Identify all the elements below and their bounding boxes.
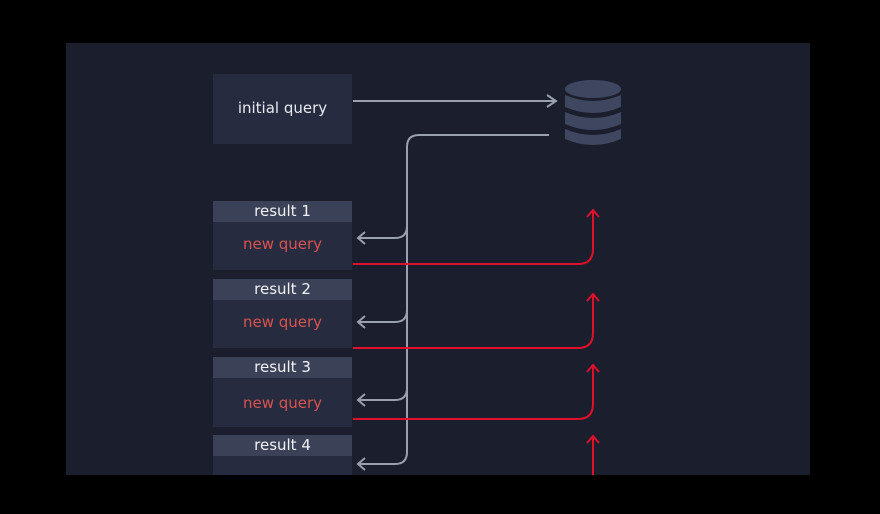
result-box-2: result 2 new query [213,279,352,348]
result-header-2: result 2 [213,279,352,300]
initial-query-label: initial query [237,99,328,117]
result-header-1: result 1 [213,201,352,222]
result-header-4: result 4 [213,435,352,456]
diagram-panel: initial query result 1 new query result … [66,43,810,475]
result-body-2: new query [242,313,323,331]
result-box-3: result 3 new query [213,357,352,427]
database-icon [565,80,621,145]
query-to-db-arrow [353,94,558,108]
result-box-1: result 1 new query [213,201,352,270]
result-body-1: new query [242,235,323,253]
result-box-4: result 4 [213,435,352,475]
db-to-results-arrows [356,134,549,471]
result-body-3: new query [242,394,323,412]
connector-layer [353,80,621,475]
result-header-3: result 3 [213,357,352,378]
initial-query-box: initial query [213,74,352,144]
new-query-arrows [353,208,600,475]
